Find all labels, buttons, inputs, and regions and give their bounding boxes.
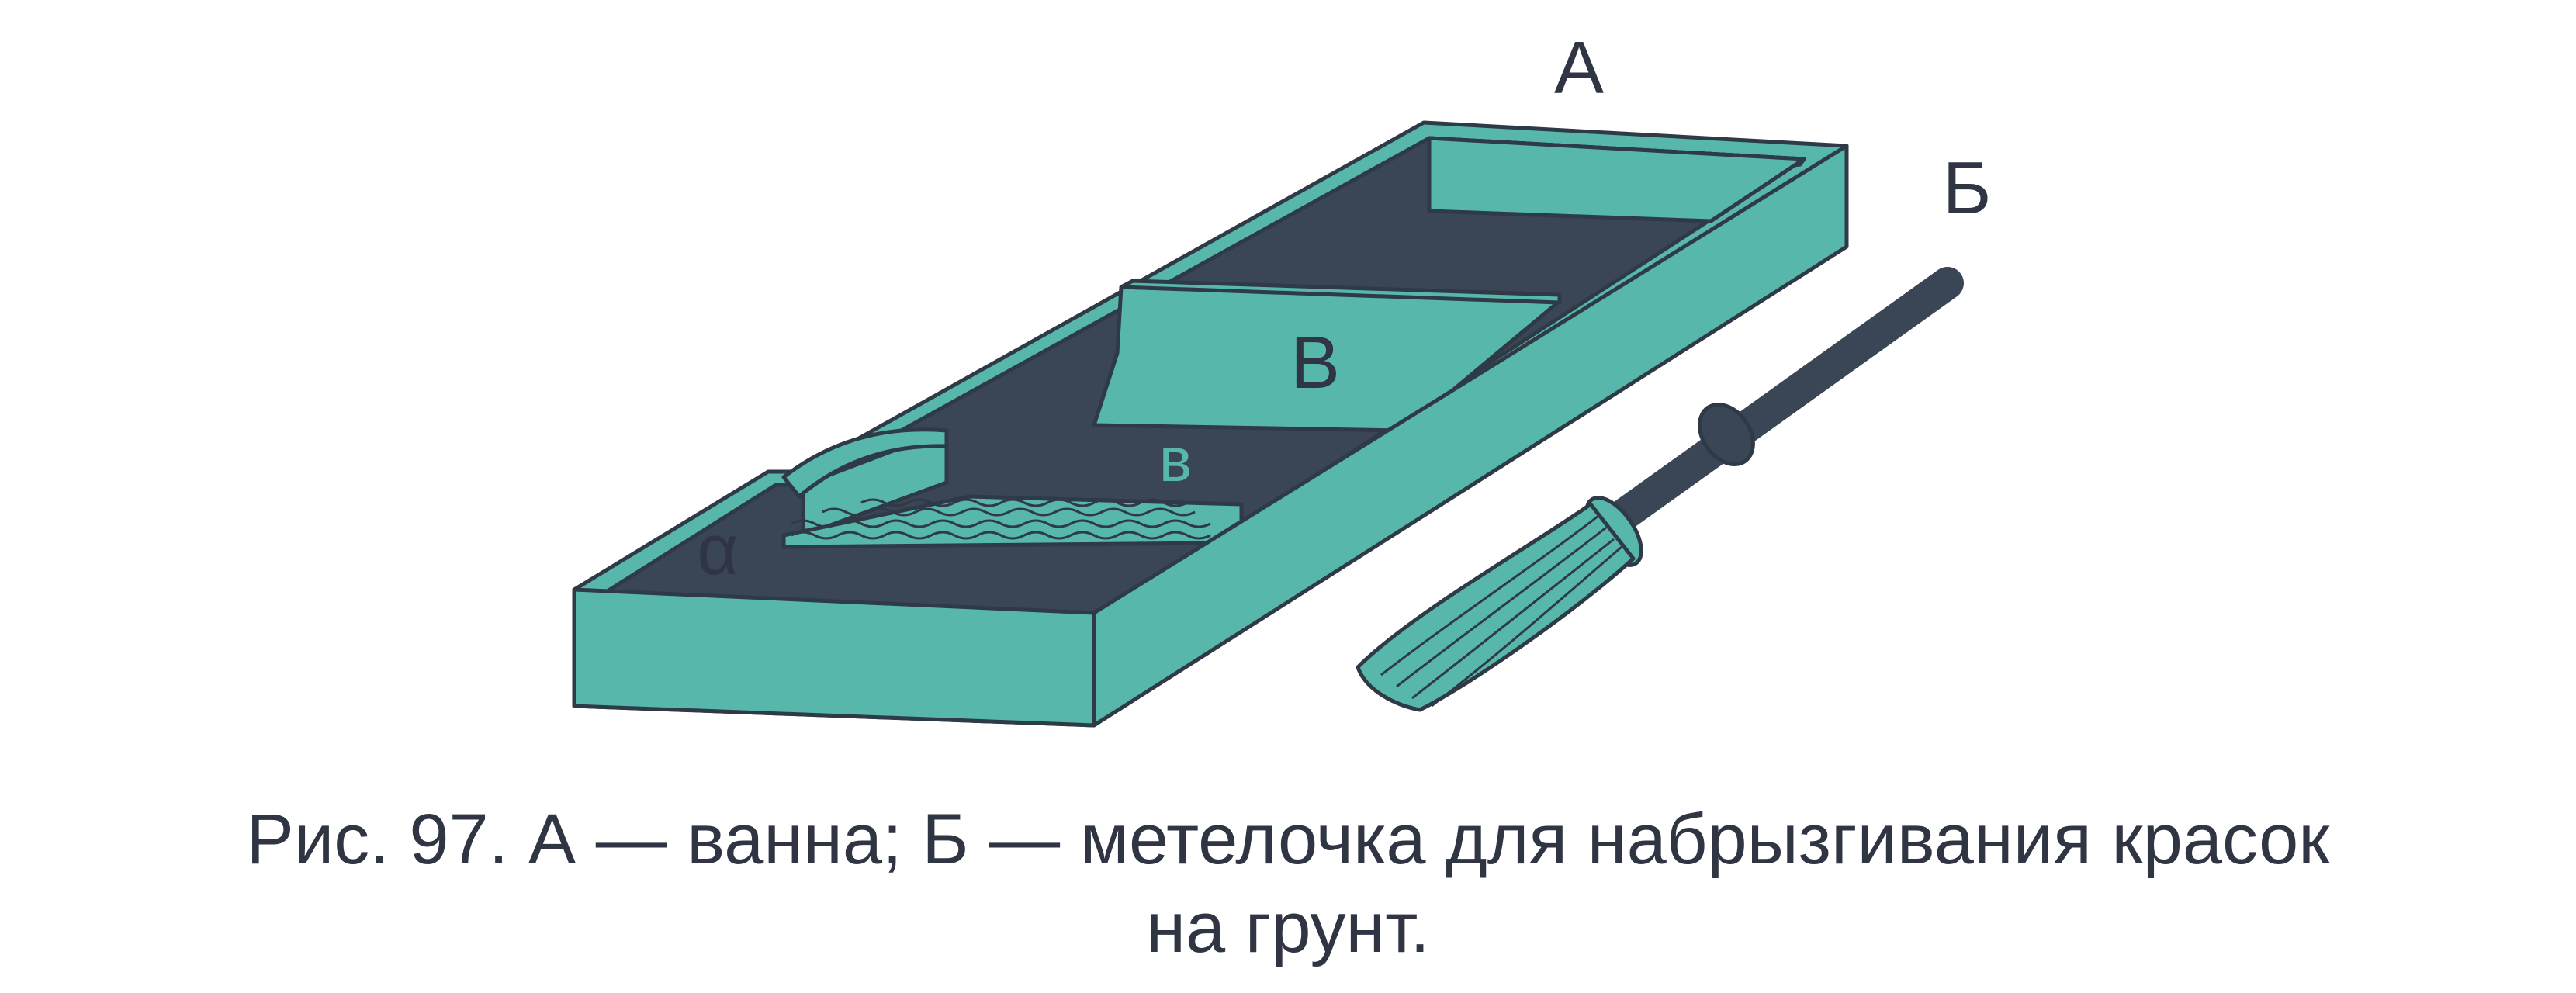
brush-bristles: [1356, 502, 1636, 712]
label-alpha: α: [697, 510, 738, 590]
curved-divider: [781, 427, 949, 499]
washboard-ribs: [791, 498, 1211, 540]
tray-inner-wall-top: [1427, 136, 1806, 223]
bristle-strands: [1380, 514, 1622, 708]
caption-line-2: на грунт.: [1146, 888, 1430, 967]
label-v-upper: В: [1290, 321, 1340, 404]
tray-side-wall: [1092, 144, 1849, 728]
whisk-brush: [1356, 267, 1964, 712]
label-b: Б: [1943, 147, 1992, 230]
partition-top: [1119, 279, 1562, 305]
tray-front-wall: [572, 587, 1096, 728]
label-v-lower: в: [1159, 425, 1193, 494]
figure-labels: А Б В в α: [697, 26, 1991, 590]
brush-handle: [1590, 267, 1964, 544]
handle-knob: [1698, 403, 1755, 466]
label-a: А: [1554, 26, 1604, 109]
caption-line-1: Рис. 97. А — ванна; Б — метелочка для на…: [246, 800, 2330, 879]
figure-caption: Рис. 97. А — ванна; Б — метелочка для на…: [0, 795, 2576, 972]
paint-tray: [572, 120, 1849, 728]
